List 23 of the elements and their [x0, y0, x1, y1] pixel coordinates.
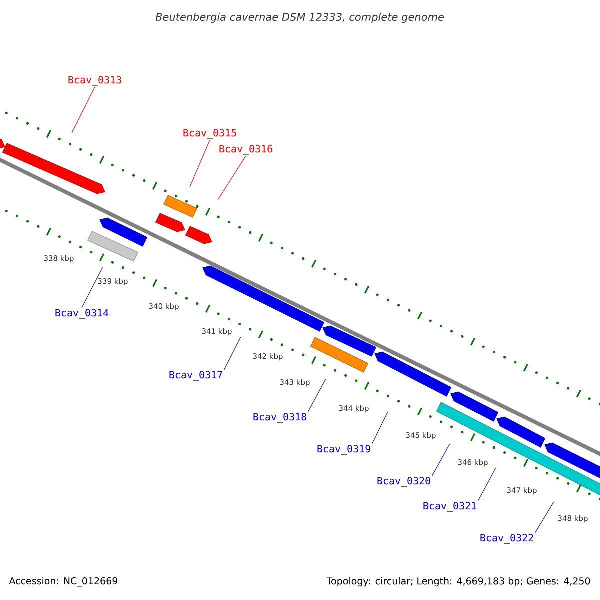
gene-label: Bcav_0320 — [378, 477, 430, 487]
leader-line — [218, 156, 246, 200]
leader-line — [82, 266, 104, 308]
gene-label: Bcav_0315 — [184, 129, 236, 139]
gene-label: Bcav_0318 — [254, 413, 306, 423]
gene-label: Bcav_0314 — [56, 309, 109, 319]
gene-label: Bcav_0317 — [170, 371, 222, 381]
leader-line — [72, 86, 96, 134]
footer-text: Topology: circular; Length: 4,669,183 bp; Genes: 4,250 — [326, 577, 590, 587]
leader-line — [478, 468, 496, 502]
leader-line — [224, 336, 242, 370]
leader-line — [372, 412, 388, 444]
title: Beutenbergia cavernae DSM 12333, complete genome — [156, 12, 444, 24]
gene-label: Bcav_0313 — [68, 76, 122, 86]
leader-line — [432, 444, 450, 476]
gene-label: Bcav_0322 — [480, 534, 534, 544]
gene-label: Bcav_0316 — [220, 145, 272, 155]
leader-line — [190, 140, 210, 188]
gene-label: Bcav_0319 — [318, 445, 370, 455]
leader-line — [308, 378, 326, 412]
leader-line — [535, 502, 554, 534]
gene-label: Bcav_0321 — [424, 502, 476, 512]
footer-text: Accession: NC_012669 — [9, 577, 118, 587]
